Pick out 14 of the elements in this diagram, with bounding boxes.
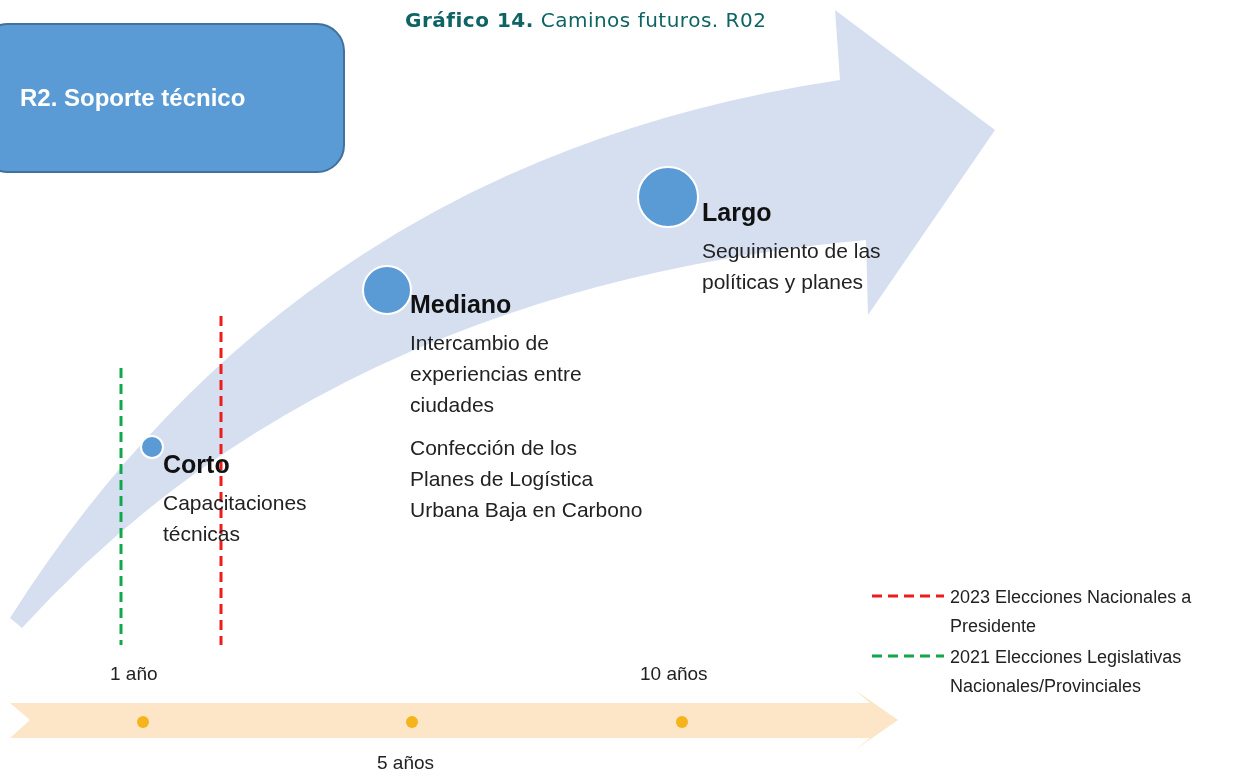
phase-description: Confección de los Planes de Logística Urbana Baja en Carbono	[410, 435, 644, 523]
time-label: 5 años	[377, 752, 435, 774]
title-box: R2. Soporte técnico	[0, 23, 345, 173]
time-label: 1 año	[110, 663, 158, 685]
phase-heading: Corto	[163, 450, 231, 479]
legend-text: 2021 Elecciones Legislativas Nacionales/Provinciales	[950, 646, 1183, 698]
phase-heading: Mediano	[410, 290, 513, 319]
phase-description: Seguimiento de las políticas y planes	[702, 238, 882, 295]
chart-title: Gráfico 14. Caminos futuros. R02	[405, 8, 767, 32]
legend-text: 2023 Elecciones Nacionales a Presidente	[950, 586, 1193, 638]
phase-description: Capacitaciones técnicas	[163, 490, 308, 547]
phase-description: Intercambio de experiencias entre ciudades	[410, 330, 583, 418]
time-label: 10 años	[640, 663, 708, 685]
phase-heading: Largo	[702, 198, 773, 227]
